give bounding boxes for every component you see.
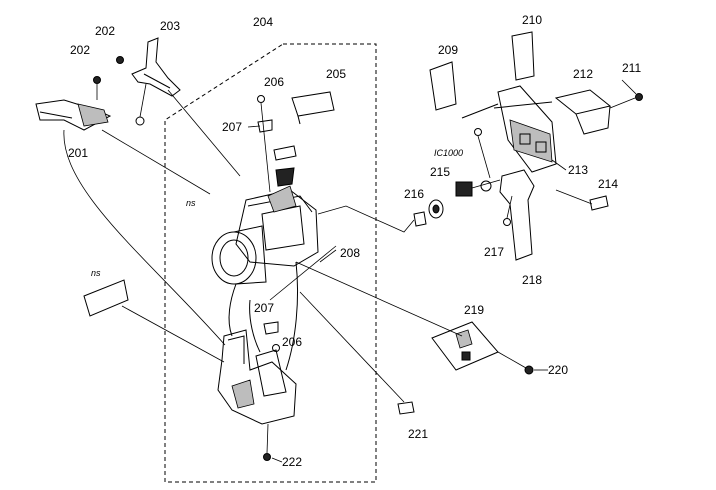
label-211: 211 bbox=[622, 61, 641, 75]
label-ns-camera: ns bbox=[186, 198, 196, 208]
part-203-bracket bbox=[131, 37, 181, 126]
part-220-screw bbox=[497, 351, 534, 375]
label-202-left: 202 bbox=[70, 43, 90, 57]
label-203: 203 bbox=[160, 19, 180, 33]
label-220: 220 bbox=[548, 363, 568, 377]
part-206-screw-lower bbox=[272, 344, 280, 352]
label-217: 217 bbox=[484, 245, 504, 259]
leader-211 bbox=[621, 79, 637, 95]
part-215-ring bbox=[428, 199, 444, 219]
label-214: 214 bbox=[598, 177, 618, 191]
label-206-lower: 206 bbox=[282, 335, 302, 349]
part-205-plate bbox=[291, 91, 335, 125]
part-207-clip-lower bbox=[263, 321, 279, 335]
part-212-plate bbox=[554, 89, 612, 135]
label-ic1000: IC1000 bbox=[434, 148, 463, 158]
assembly-boundary-dashed bbox=[164, 43, 377, 483]
label-218: 218 bbox=[522, 273, 542, 287]
lead-line-208-b bbox=[319, 249, 337, 263]
part-213-bracket bbox=[461, 85, 557, 173]
camera-block-assembly bbox=[211, 145, 319, 425]
label-ns-sheet: ns bbox=[91, 268, 101, 278]
label-207-top: 207 bbox=[222, 120, 242, 134]
part-211-screw bbox=[609, 93, 643, 109]
lead-line-208-a bbox=[269, 245, 337, 301]
label-212: 212 bbox=[573, 67, 593, 81]
part-209-sheet bbox=[429, 61, 457, 111]
label-206-top: 206 bbox=[264, 75, 284, 89]
leader-213 bbox=[551, 159, 567, 171]
part-202-screw-top bbox=[116, 56, 124, 64]
part-214-tab bbox=[555, 189, 609, 211]
leader-222 bbox=[271, 457, 283, 463]
part-210-sheet bbox=[511, 31, 535, 81]
label-201: 201 bbox=[68, 146, 88, 160]
part-202-screw-left bbox=[93, 76, 101, 100]
leader-207-top bbox=[247, 125, 261, 128]
part-201-bracket bbox=[35, 99, 112, 131]
label-205: 205 bbox=[326, 67, 346, 81]
label-202-top: 202 bbox=[95, 24, 115, 38]
part-221-tab bbox=[299, 291, 415, 415]
label-210: 210 bbox=[522, 13, 542, 27]
label-204: 204 bbox=[253, 15, 273, 29]
label-219: 219 bbox=[464, 303, 484, 317]
lead-line-ic1000 bbox=[317, 205, 415, 233]
part-206-screw-top bbox=[257, 95, 271, 193]
label-207-lower: 207 bbox=[254, 301, 274, 315]
part-ic1000-sensor bbox=[455, 128, 501, 197]
part-219-board bbox=[295, 261, 499, 371]
part-222-screw bbox=[263, 423, 271, 461]
label-215: 215 bbox=[430, 165, 450, 179]
lead-line-201 bbox=[101, 129, 211, 195]
lead-line-203 bbox=[167, 89, 241, 177]
label-221: 221 bbox=[408, 427, 428, 441]
label-222: 222 bbox=[282, 455, 302, 469]
part-216-block bbox=[413, 211, 427, 227]
label-208: 208 bbox=[340, 246, 360, 260]
label-213: 213 bbox=[568, 163, 588, 177]
label-209: 209 bbox=[438, 43, 458, 57]
part-218-bracket bbox=[499, 169, 535, 261]
part-207-clip-top bbox=[257, 119, 273, 133]
part-217-screw bbox=[503, 195, 513, 226]
label-216: 216 bbox=[404, 187, 424, 201]
lead-line-left-loop bbox=[63, 129, 226, 346]
part-ns-sheet bbox=[83, 279, 225, 363]
